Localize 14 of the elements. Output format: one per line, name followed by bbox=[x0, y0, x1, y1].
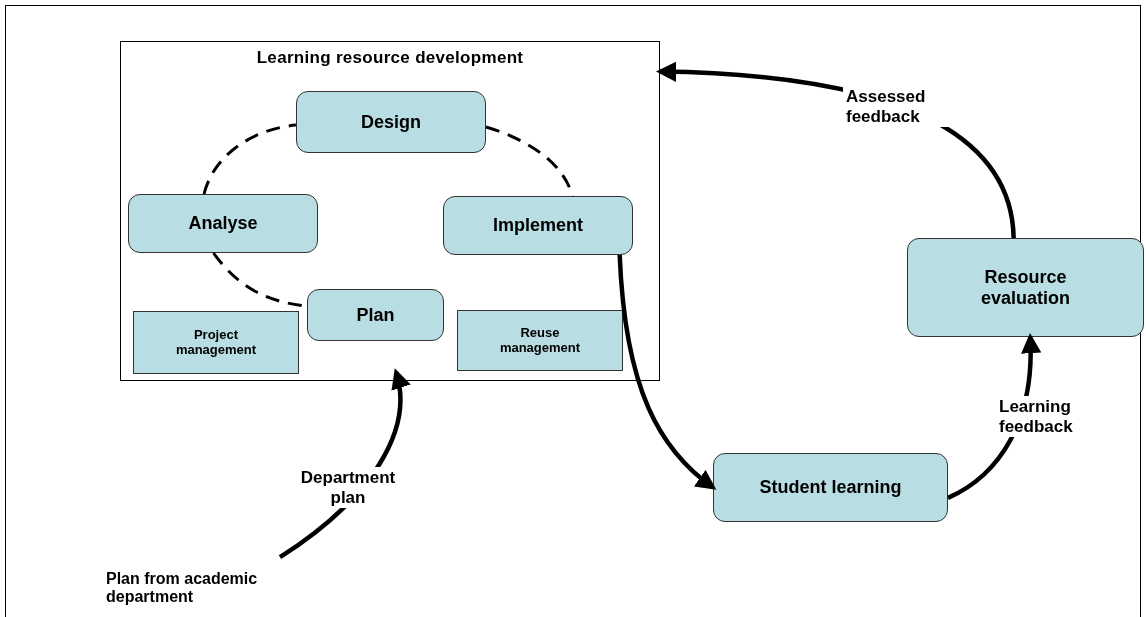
process-box: Plan bbox=[307, 289, 444, 341]
arrow bbox=[617, 254, 717, 490]
group-title: Learning resource development bbox=[256, 48, 524, 68]
dashed-connector bbox=[202, 123, 297, 195]
process-box: Implement bbox=[443, 196, 633, 255]
dashed-connector bbox=[485, 125, 574, 197]
group-frame bbox=[120, 41, 660, 381]
process-box: Analyse bbox=[128, 194, 318, 253]
management-box: Project management bbox=[133, 311, 299, 374]
process-box: Design bbox=[296, 91, 486, 153]
source-label: Plan from academic department bbox=[106, 566, 306, 610]
process-box: Student learning bbox=[713, 453, 948, 522]
process-box: Resource evaluation bbox=[907, 238, 1144, 337]
management-box: Reuse management bbox=[457, 310, 623, 371]
